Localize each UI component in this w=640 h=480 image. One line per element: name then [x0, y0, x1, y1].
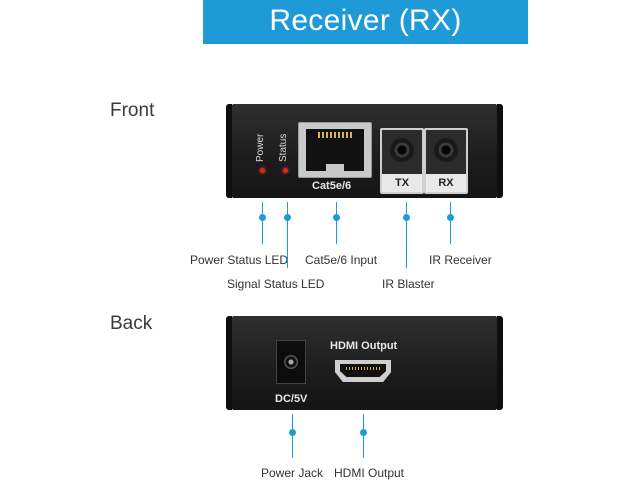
back-section-label: Back [110, 313, 153, 334]
callout-stem-power-led [262, 218, 263, 244]
callout-line-signal-led [287, 202, 288, 218]
callout-line-ir-blaster [406, 202, 407, 218]
hdmi-port-pins [346, 367, 380, 370]
front-section-label: Front [110, 100, 155, 121]
callout-dot-ir-receiver [447, 214, 454, 221]
callout-power-status-led: Power Status LED [190, 253, 289, 267]
receiver-front-panel: Power Status Cat5e/6 TX RX [226, 104, 503, 198]
hdmi-port-opening [340, 364, 386, 377]
callout-signal-status-led: Signal Status LED [227, 277, 325, 291]
callout-dot-cat5e [333, 214, 340, 221]
callout-ir-receiver: IR Receiver [429, 253, 492, 267]
callout-dot-ir-blaster [403, 214, 410, 221]
callout-dot-power-led [259, 214, 266, 221]
callout-stem-ir-receiver [450, 218, 451, 244]
status-led-label: Status [278, 133, 289, 162]
callout-stem-hdmi [363, 433, 364, 458]
callout-line-ir-receiver [450, 202, 451, 218]
callout-line-cat5e [336, 202, 337, 218]
rx-jack-label: RX [426, 174, 466, 192]
power-led-icon [260, 168, 265, 173]
rj45-port-icon [298, 122, 372, 178]
callout-line-hdmi [363, 414, 364, 432]
tx-jack: TX [380, 128, 424, 194]
rx-jack: RX [424, 128, 468, 194]
callout-line-power-led [262, 202, 263, 218]
tx-jack-label: TX [382, 174, 422, 192]
callout-stem-ir-blaster [406, 218, 407, 268]
cat5e-port-label: Cat5e/6 [312, 180, 352, 192]
callout-cat5e-input: Cat5e/6 Input [305, 253, 378, 267]
hdmi-port-label: HDMI Output [330, 340, 398, 352]
callout-dot-hdmi [360, 429, 367, 436]
page-title: Receiver (RX) [269, 4, 462, 37]
tx-jack-icon [390, 138, 414, 162]
callout-line-power-jack [292, 414, 293, 432]
receiver-back-panel: DC/5V HDMI Output [226, 316, 503, 410]
callout-hdmi-output: HDMI Output [334, 466, 405, 480]
dc-power-jack-icon [276, 340, 306, 384]
power-led-label: Power [255, 133, 266, 162]
callout-stem-power-jack [292, 433, 293, 458]
callout-power-jack: Power Jack [261, 466, 324, 480]
title-banner: Receiver (RX) [203, 0, 528, 44]
dc-port-label: DC/5V [275, 393, 308, 405]
callout-stem-signal-led [287, 218, 288, 268]
callout-dot-power-jack [289, 429, 296, 436]
status-led-icon [283, 168, 288, 173]
callout-dot-signal-led [284, 214, 291, 221]
rx-jack-icon [434, 138, 458, 162]
callout-stem-cat5e [336, 218, 337, 244]
callout-ir-blaster: IR Blaster [382, 277, 435, 291]
